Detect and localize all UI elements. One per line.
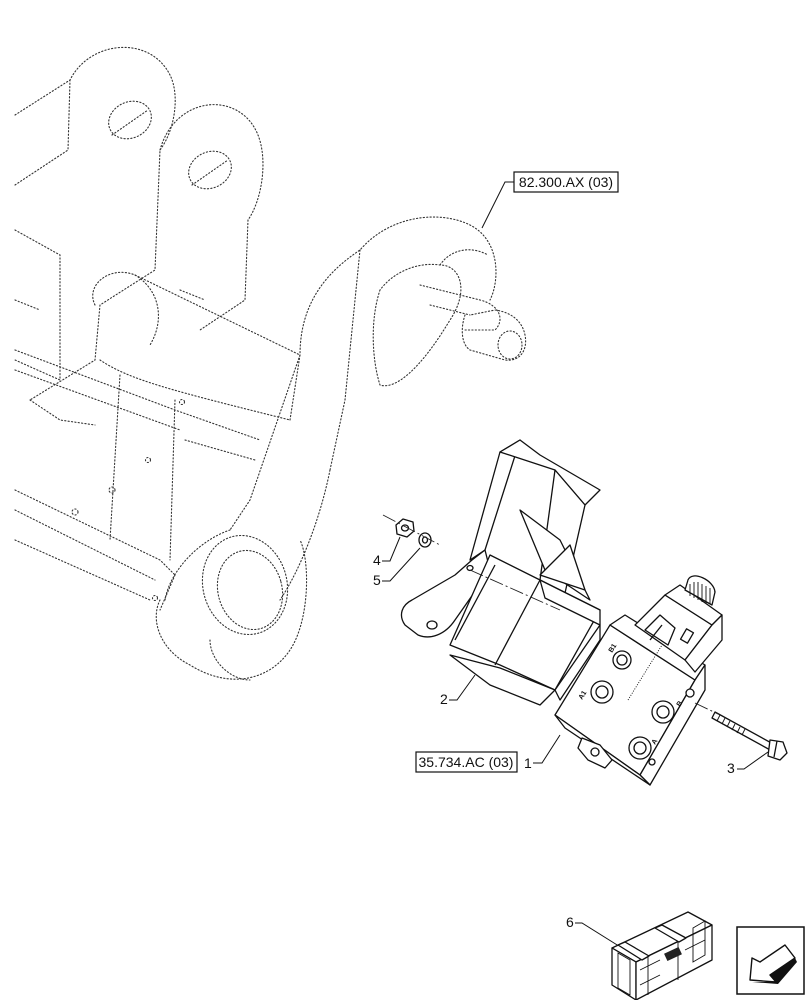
reference-82-300-ax[interactable]: 82.300.AX (03) — [513, 171, 619, 193]
leader-6 — [575, 922, 623, 949]
part-4-nut — [395, 518, 415, 538]
callout-2: 2 — [440, 691, 448, 707]
leader-5 — [382, 547, 421, 582]
leader-1 — [533, 734, 561, 764]
callout-4: 4 — [373, 552, 381, 568]
callout-1: 1 — [524, 755, 532, 771]
kit-box-icon — [611, 911, 713, 1000]
assembly-line-bolt — [694, 702, 719, 715]
callout-5: 5 — [373, 572, 381, 588]
port-label-b: B — [676, 700, 685, 708]
callout-3: 3 — [727, 760, 735, 776]
leader-4 — [382, 536, 401, 562]
leader-2 — [449, 674, 476, 701]
port-label-a1: A1 — [578, 690, 589, 701]
part-1-solenoid-valve: A1 B1 A B — [554, 575, 723, 786]
reference-label-bottom: 35.734.AC (03) — [419, 754, 514, 770]
part-5-washer — [418, 532, 432, 548]
leader-3 — [737, 751, 769, 770]
loader-arm-phantom — [14, 46, 527, 681]
leader-reference-top — [481, 181, 514, 229]
orientation-arrow-icon — [736, 926, 805, 995]
port-label-a: A — [651, 738, 660, 746]
assembly-line-lower — [469, 569, 561, 611]
reference-35-734-ac[interactable]: 35.734.AC (03) — [415, 751, 518, 773]
part-2-mounting-bracket — [400, 439, 601, 706]
part-3-bolt — [711, 711, 788, 761]
reference-label-top: 82.300.AX (03) — [519, 174, 613, 190]
callout-6: 6 — [566, 914, 574, 930]
assembly-line-upper — [382, 514, 441, 546]
port-label-b1: B1 — [608, 643, 619, 654]
